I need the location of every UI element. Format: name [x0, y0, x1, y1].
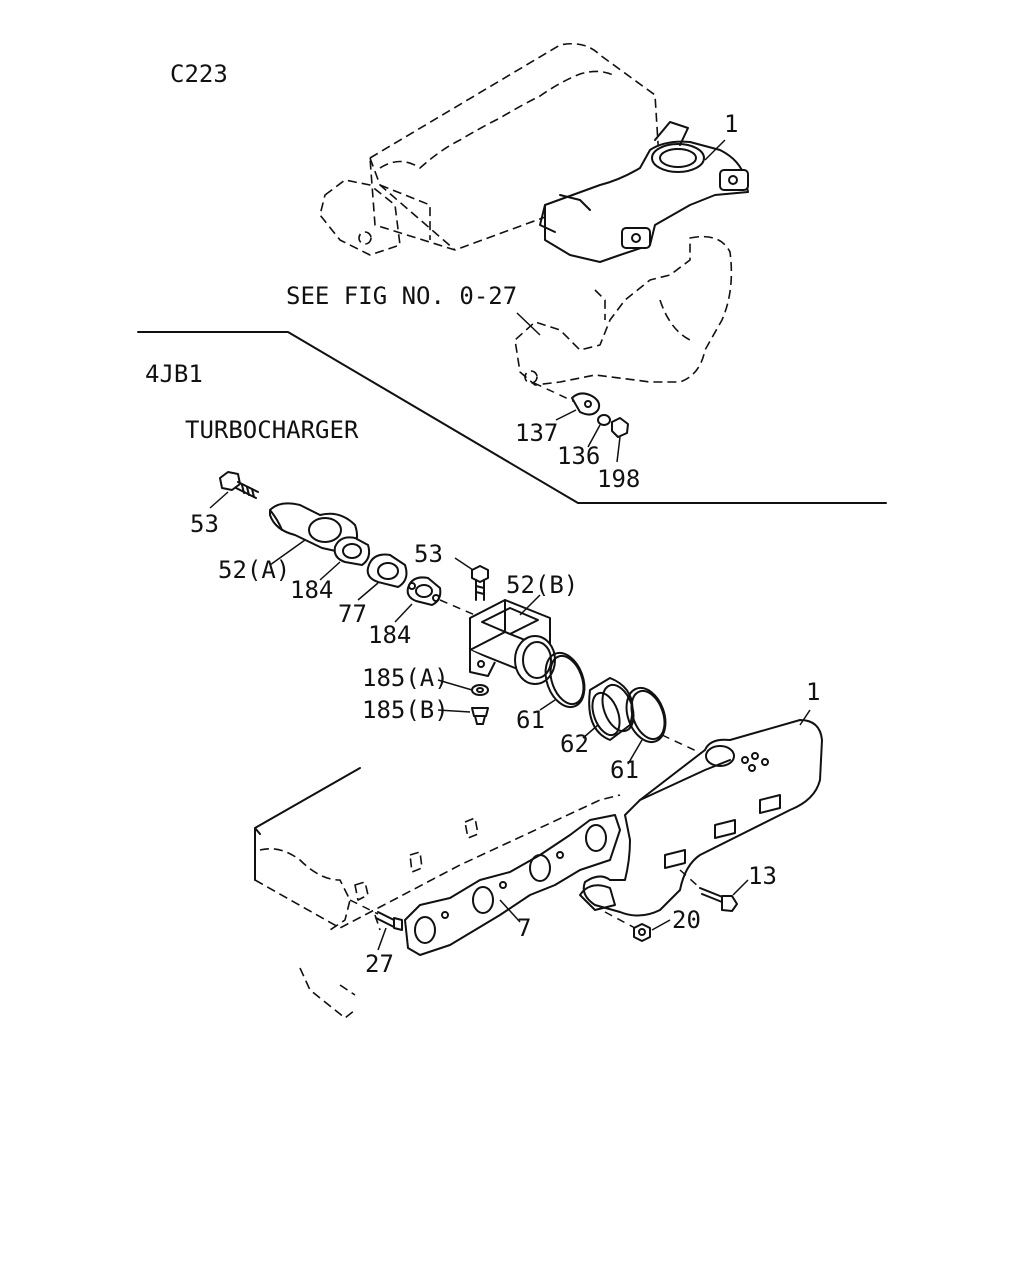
label-1-top: 1 [724, 110, 738, 138]
section-title: TURBOCHARGER [185, 416, 359, 444]
washer-136 [597, 414, 611, 426]
leader-184-a [319, 561, 341, 581]
stud-27 [375, 911, 403, 931]
label-136: 136 [557, 442, 600, 470]
leader-136 [587, 424, 601, 448]
nut-198 [611, 417, 629, 438]
section-divider [137, 331, 887, 504]
label-53-b: 53 [414, 540, 443, 568]
nut-20 [633, 923, 651, 942]
leader-198 [616, 436, 621, 463]
bolt-53-a [219, 471, 259, 499]
leader-184-b [394, 603, 413, 623]
clamp-61-b [625, 686, 667, 744]
bolt-13 [699, 887, 738, 912]
leader-53-a [209, 491, 229, 509]
gasket-7 [404, 814, 621, 956]
leader-185b [437, 709, 471, 713]
housing-52b [469, 599, 556, 685]
see-fig-reference: SEE FIG NO. 0-27 [286, 282, 517, 310]
diagram-code: C223 [170, 60, 228, 88]
label-1-bottom: 1 [806, 678, 820, 706]
label-27: 27 [365, 950, 394, 978]
elbow-52a [269, 502, 358, 554]
label-52b: 52(B) [506, 571, 578, 599]
see-fig-leader [516, 312, 541, 336]
label-7: 7 [517, 914, 531, 942]
leader-52a [269, 539, 306, 566]
gasket-137 [533, 382, 601, 416]
flow-dashline-e [349, 899, 379, 915]
washer-185a [471, 684, 489, 696]
clamp-61-a [544, 651, 586, 709]
leader-27 [377, 927, 387, 951]
engine-model: 4JB1 [145, 360, 203, 388]
leader-20 [651, 919, 671, 931]
leader-1-top [704, 139, 726, 161]
label-198: 198 [597, 465, 640, 493]
leader-137 [555, 409, 577, 421]
flow-dashline-a [439, 599, 476, 616]
leader-61-a [539, 699, 556, 711]
plate-77 [366, 553, 408, 588]
leader-13 [732, 879, 749, 896]
leader-1-bottom [799, 709, 811, 726]
bolt-53-b [471, 565, 489, 601]
label-77: 77 [338, 600, 367, 628]
leader-62 [582, 724, 599, 739]
label-53-a: 53 [190, 510, 219, 538]
label-184-b: 184 [368, 621, 411, 649]
flow-dashline-c [679, 869, 701, 889]
gasket-184-a [333, 536, 371, 566]
label-20: 20 [672, 906, 701, 934]
label-52a: 52(A) [218, 556, 290, 584]
leader-53-b [454, 557, 474, 571]
intake-manifold-top [539, 121, 749, 263]
label-185b: 185(B) [362, 696, 449, 724]
label-185a: 185(A) [362, 664, 449, 692]
label-13: 13 [748, 862, 777, 890]
leader-61-b [627, 739, 643, 765]
gasket-184-b [406, 576, 442, 606]
leader-185a [437, 679, 473, 691]
leader-7 [499, 899, 521, 923]
flow-dashline-b [661, 734, 706, 756]
plug-185b [471, 707, 489, 725]
label-137: 137 [515, 419, 558, 447]
label-61-b: 61 [610, 756, 639, 784]
leader-77 [357, 582, 379, 601]
label-61-a: 61 [516, 706, 545, 734]
leader-52b [519, 594, 541, 616]
cylinder-head-ghost [254, 767, 621, 1019]
label-184-a: 184 [290, 576, 333, 604]
exhaust-manifold-lower [579, 719, 823, 917]
label-62: 62 [560, 730, 589, 758]
flow-dashline-d [604, 911, 636, 929]
exhaust-manifold-ghost [514, 235, 733, 386]
